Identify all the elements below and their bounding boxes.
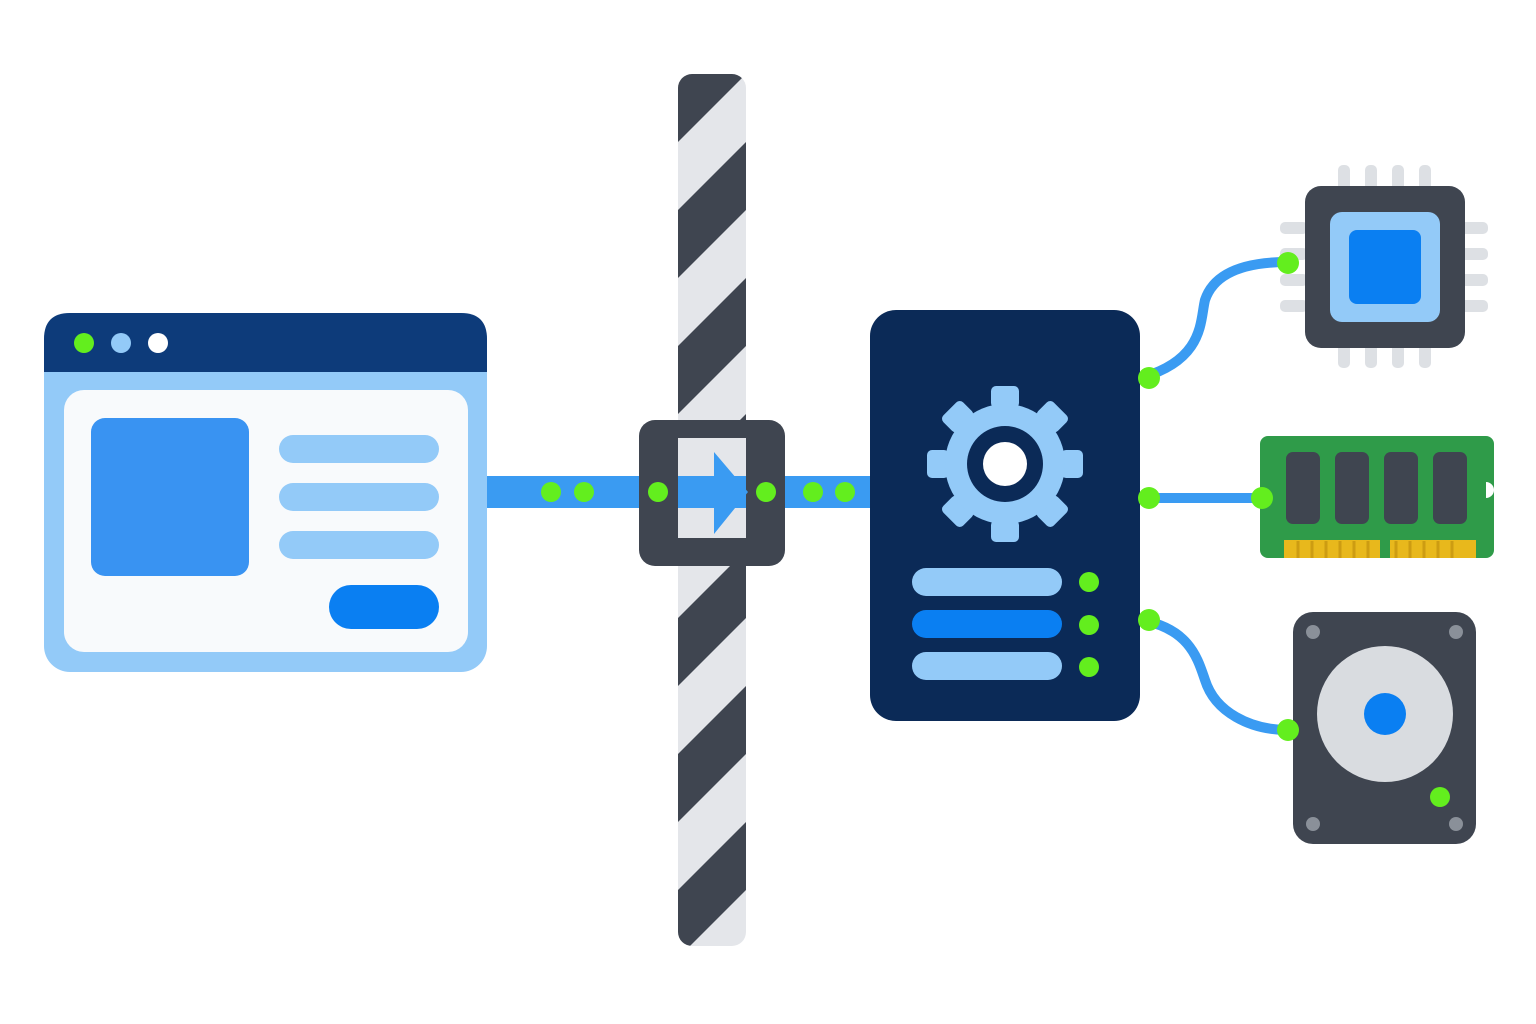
server	[870, 310, 1140, 721]
disk-spindle	[1364, 693, 1406, 735]
gateway-barrier	[639, 74, 785, 946]
connector-dot	[541, 482, 561, 502]
connector-dot	[756, 482, 776, 502]
connector-dot	[1277, 719, 1299, 741]
connector-dot	[803, 482, 823, 502]
screw-icon	[1449, 817, 1463, 831]
arrow-right-icon	[714, 452, 748, 534]
ram-chip	[1286, 452, 1320, 524]
connector-dot	[1138, 367, 1160, 389]
client-window	[44, 313, 487, 672]
connector-dots	[541, 252, 1299, 741]
hard-disk	[1293, 612, 1476, 844]
ram-chip	[1335, 452, 1369, 524]
edge-server-to-disk	[1135, 615, 1293, 735]
status-led	[1079, 572, 1099, 592]
server-slot	[912, 652, 1062, 680]
ram-chip	[1384, 452, 1418, 524]
edge-gateway-to-server	[782, 476, 882, 508]
connector-dot	[1277, 252, 1299, 274]
window-action-button[interactable]	[329, 585, 439, 629]
screw-icon	[1449, 625, 1463, 639]
text-line	[279, 435, 439, 463]
server-slot	[912, 610, 1062, 638]
edge-client-to-gateway	[486, 476, 642, 508]
edge-server-to-cpu	[1135, 257, 1293, 383]
connector-dot	[648, 482, 668, 502]
cpu-chip	[1280, 165, 1488, 368]
screw-icon	[1306, 817, 1320, 831]
ram-module	[1260, 436, 1494, 558]
status-led	[1079, 615, 1099, 635]
ram-chip	[1433, 452, 1467, 524]
window-title-bar	[44, 313, 487, 372]
window-dot-blue-icon	[111, 333, 131, 353]
window-dot-white-icon	[148, 333, 168, 353]
connector-dot	[1138, 487, 1160, 509]
connector-dot	[1251, 487, 1273, 509]
screw-icon	[1306, 625, 1320, 639]
text-line	[279, 483, 439, 511]
window-dot-green-icon	[74, 333, 94, 353]
diagram-caption	[0, 0, 1, 1]
disk-activity-led	[1430, 787, 1450, 807]
connector-dot	[574, 482, 594, 502]
server-slot	[912, 568, 1062, 596]
chip-core	[1349, 230, 1421, 304]
status-led	[1079, 657, 1099, 677]
connector-dot	[1138, 609, 1160, 631]
text-line	[279, 531, 439, 559]
image-placeholder	[91, 418, 249, 576]
gear-icon	[927, 386, 1083, 542]
connector-dot	[835, 482, 855, 502]
